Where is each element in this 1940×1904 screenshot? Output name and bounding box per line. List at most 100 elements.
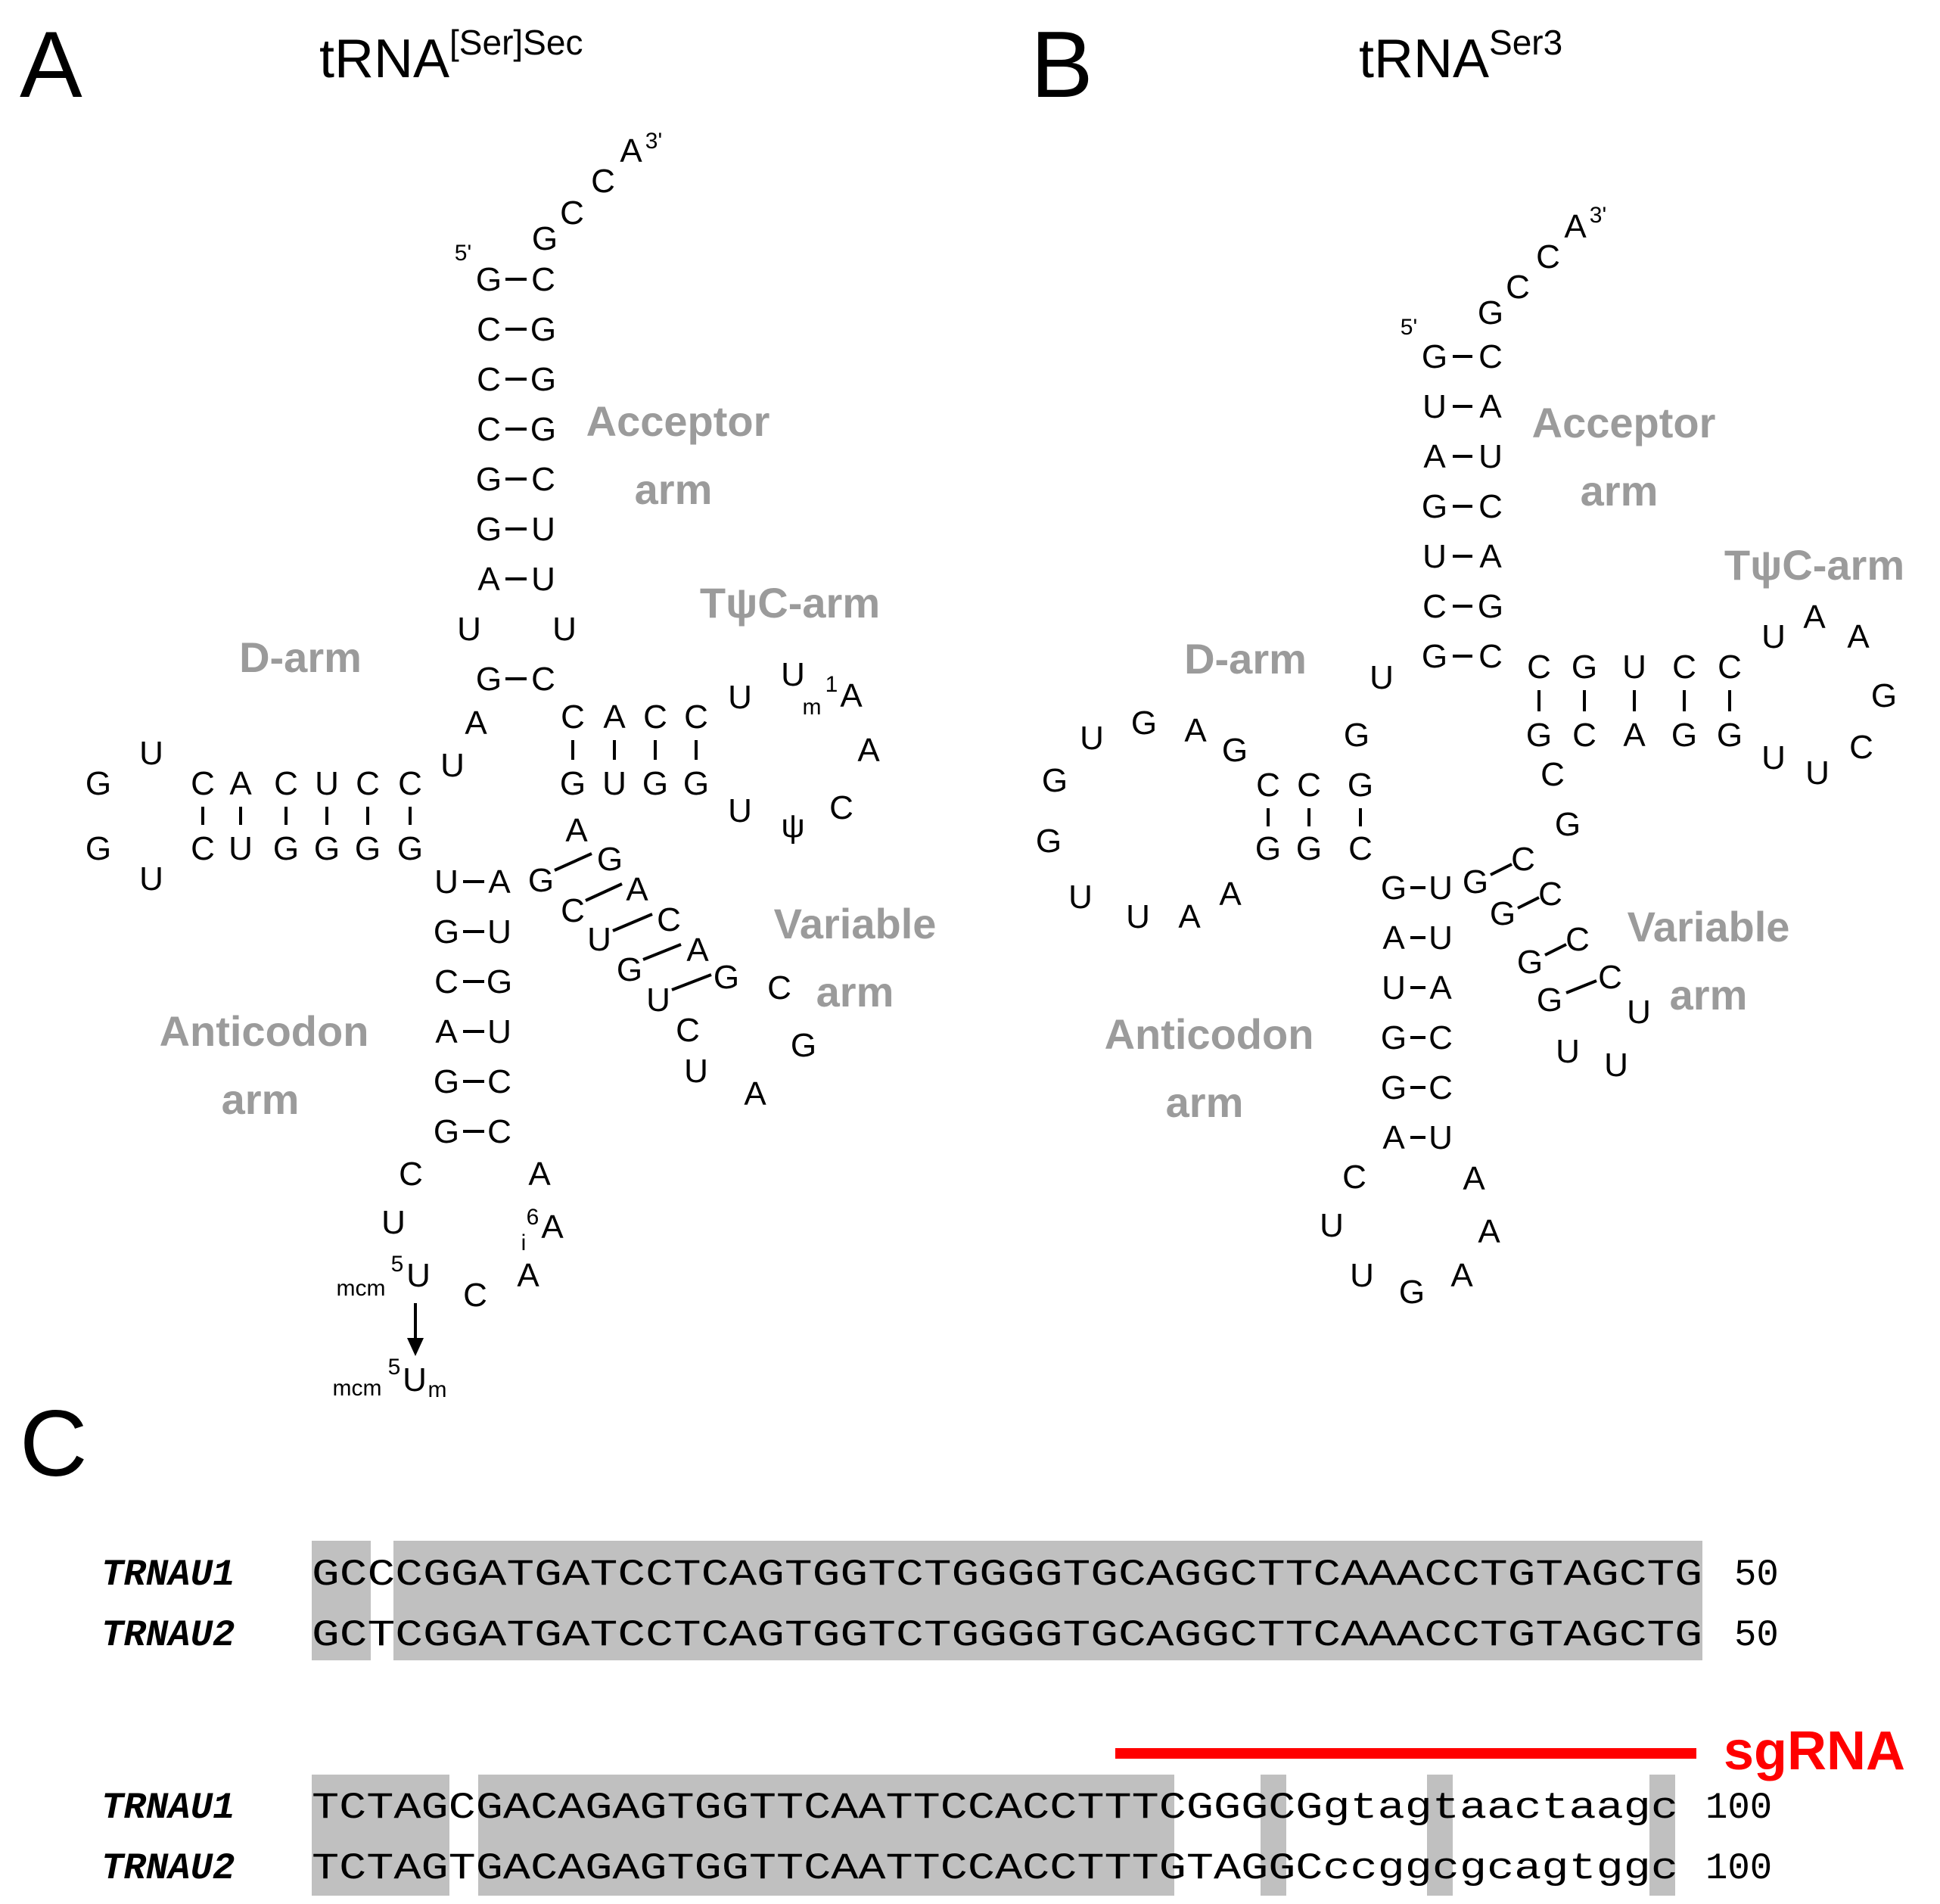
nucleotide: C: [767, 969, 791, 1006]
nucleotide: G: [1344, 717, 1370, 754]
conserved-highlight: [312, 1775, 449, 1896]
nucleotide: C: [191, 830, 215, 867]
nucleotide: U: [1320, 1207, 1344, 1244]
nucleotide: U: [487, 913, 511, 950]
nucleotide: A: [477, 561, 500, 598]
nucleotide: C: [1478, 338, 1503, 375]
nucleotide: C: [657, 901, 681, 938]
nucleotide: G: [1478, 588, 1503, 625]
nucleotide: U: [139, 735, 163, 772]
nucleotide: G: [1042, 762, 1068, 799]
sequence-end-position: 100: [1705, 1847, 1772, 1890]
nucleotide: G: [1555, 806, 1581, 843]
nucleotide: G: [530, 311, 556, 348]
nucleotide: C: [1256, 767, 1280, 804]
nucleotide: G: [1036, 823, 1062, 860]
nucleotide: G: [714, 959, 739, 996]
nucleotide: U: [728, 679, 752, 716]
anticodon-arm-label: Anticodon: [160, 1007, 369, 1055]
nucleotide: C: [1538, 876, 1562, 913]
nucleotide: G: [1381, 1019, 1407, 1056]
panel-a: A tRNA[Ser]Sec Acceptor arm TψC-arm D-ar…: [20, 13, 936, 1402]
nucleotide: C: [1478, 638, 1503, 675]
nucleotide: C: [1565, 921, 1590, 958]
nucleotide: U: [587, 921, 611, 958]
nucleotide: G: [397, 830, 423, 867]
arrow-head: [407, 1338, 424, 1356]
base-pair-bond: [554, 852, 592, 872]
five-prime-label: 5': [455, 241, 471, 266]
nucleotide: C: [531, 461, 555, 498]
nucleotide: A: [1847, 618, 1870, 655]
nucleotide: U: [684, 1053, 708, 1090]
nucleotide: U: [1350, 1257, 1374, 1294]
nucleotide: G: [1422, 488, 1447, 525]
panel-a-region-labels: Acceptor arm TψC-arm D-arm Variable arm …: [160, 397, 937, 1123]
nucleotide: A: [1463, 1160, 1485, 1197]
nucleotide: U: [440, 747, 465, 784]
sgrna-label: sgRNA: [1724, 1721, 1905, 1781]
nucleotide: G: [476, 661, 502, 698]
nucleotide: G: [476, 461, 502, 498]
m1a-prefix: m: [803, 695, 822, 720]
nucleotide: A: [1429, 969, 1452, 1006]
nucleotide: G: [1255, 830, 1281, 867]
nucleotide: U: [1422, 538, 1447, 575]
alignment-block-2: TRNAU1 TCTAGCGACAGAGTGGTTCAATTCCACCTTTCG…: [101, 1787, 1772, 1890]
i6a-base: A: [541, 1209, 564, 1246]
nucleotide: G: [1422, 338, 1447, 375]
nucleotide: U: [1422, 388, 1447, 425]
nucleotide: G: [1422, 638, 1447, 675]
nucleotide: G: [1381, 870, 1407, 907]
nucleotide: U: [531, 511, 555, 548]
nucleotide: G: [1537, 982, 1562, 1019]
nucleotide: U: [1478, 438, 1503, 475]
variable-arm-label: Variable: [774, 900, 937, 947]
nucleotide: U: [229, 830, 253, 867]
base-pair-bond: [671, 973, 712, 991]
nucleotide: U: [1370, 659, 1394, 696]
nucleotide: C: [531, 261, 555, 298]
nucleotide: C: [1718, 649, 1742, 686]
nucleotide: G: [597, 841, 623, 878]
nucleotide: ψ: [781, 807, 804, 845]
nucleotide: C: [531, 661, 555, 698]
nucleotide: U: [381, 1204, 406, 1241]
nucleotide: A: [1478, 1213, 1500, 1250]
nucleotide: G: [1348, 767, 1373, 804]
nucleotide: G: [355, 830, 381, 867]
nucleotide: U: [1761, 739, 1786, 776]
nucleotide: A: [1219, 876, 1242, 913]
nucleotide: C: [1527, 649, 1551, 686]
nucleotide: G: [532, 220, 558, 257]
nucleotide: C: [561, 892, 585, 929]
nucleotide: C: [399, 1156, 423, 1193]
nucleotide: A: [1450, 1257, 1473, 1294]
nucleotide: U: [487, 1013, 511, 1050]
panel-b-base-pair-bonds: [1267, 355, 1731, 1139]
nucleotide: G: [476, 261, 502, 298]
nucleotide: C: [274, 765, 298, 802]
nucleotide: U: [1429, 919, 1453, 957]
nucleotide: U: [728, 792, 752, 829]
nucleotide: U: [1627, 994, 1651, 1031]
nucleotide: G: [791, 1027, 816, 1064]
nucleotide: G: [1478, 294, 1503, 331]
nucleotide: C: [1348, 830, 1373, 867]
nucleotide: G: [560, 765, 586, 802]
base-pair-bond: [1544, 943, 1567, 957]
nucleotide: G: [1871, 677, 1897, 714]
panel-a-label: A: [20, 13, 82, 117]
nucleotide: U: [552, 611, 577, 648]
nucleotide: C: [676, 1012, 700, 1049]
alignment-block-1-highlight: [312, 1541, 1702, 1660]
nucleotide: A: [857, 732, 880, 769]
nucleotide: A: [620, 132, 642, 170]
variable-arm-label-2: arm: [816, 968, 894, 1016]
sequence-end-position: 50: [1734, 1614, 1779, 1657]
nucleotide: C: [477, 411, 501, 448]
d-arm-label: D-arm: [1184, 635, 1307, 683]
nucleotide: U: [531, 561, 555, 598]
sequence-end-position: 100: [1705, 1787, 1772, 1829]
